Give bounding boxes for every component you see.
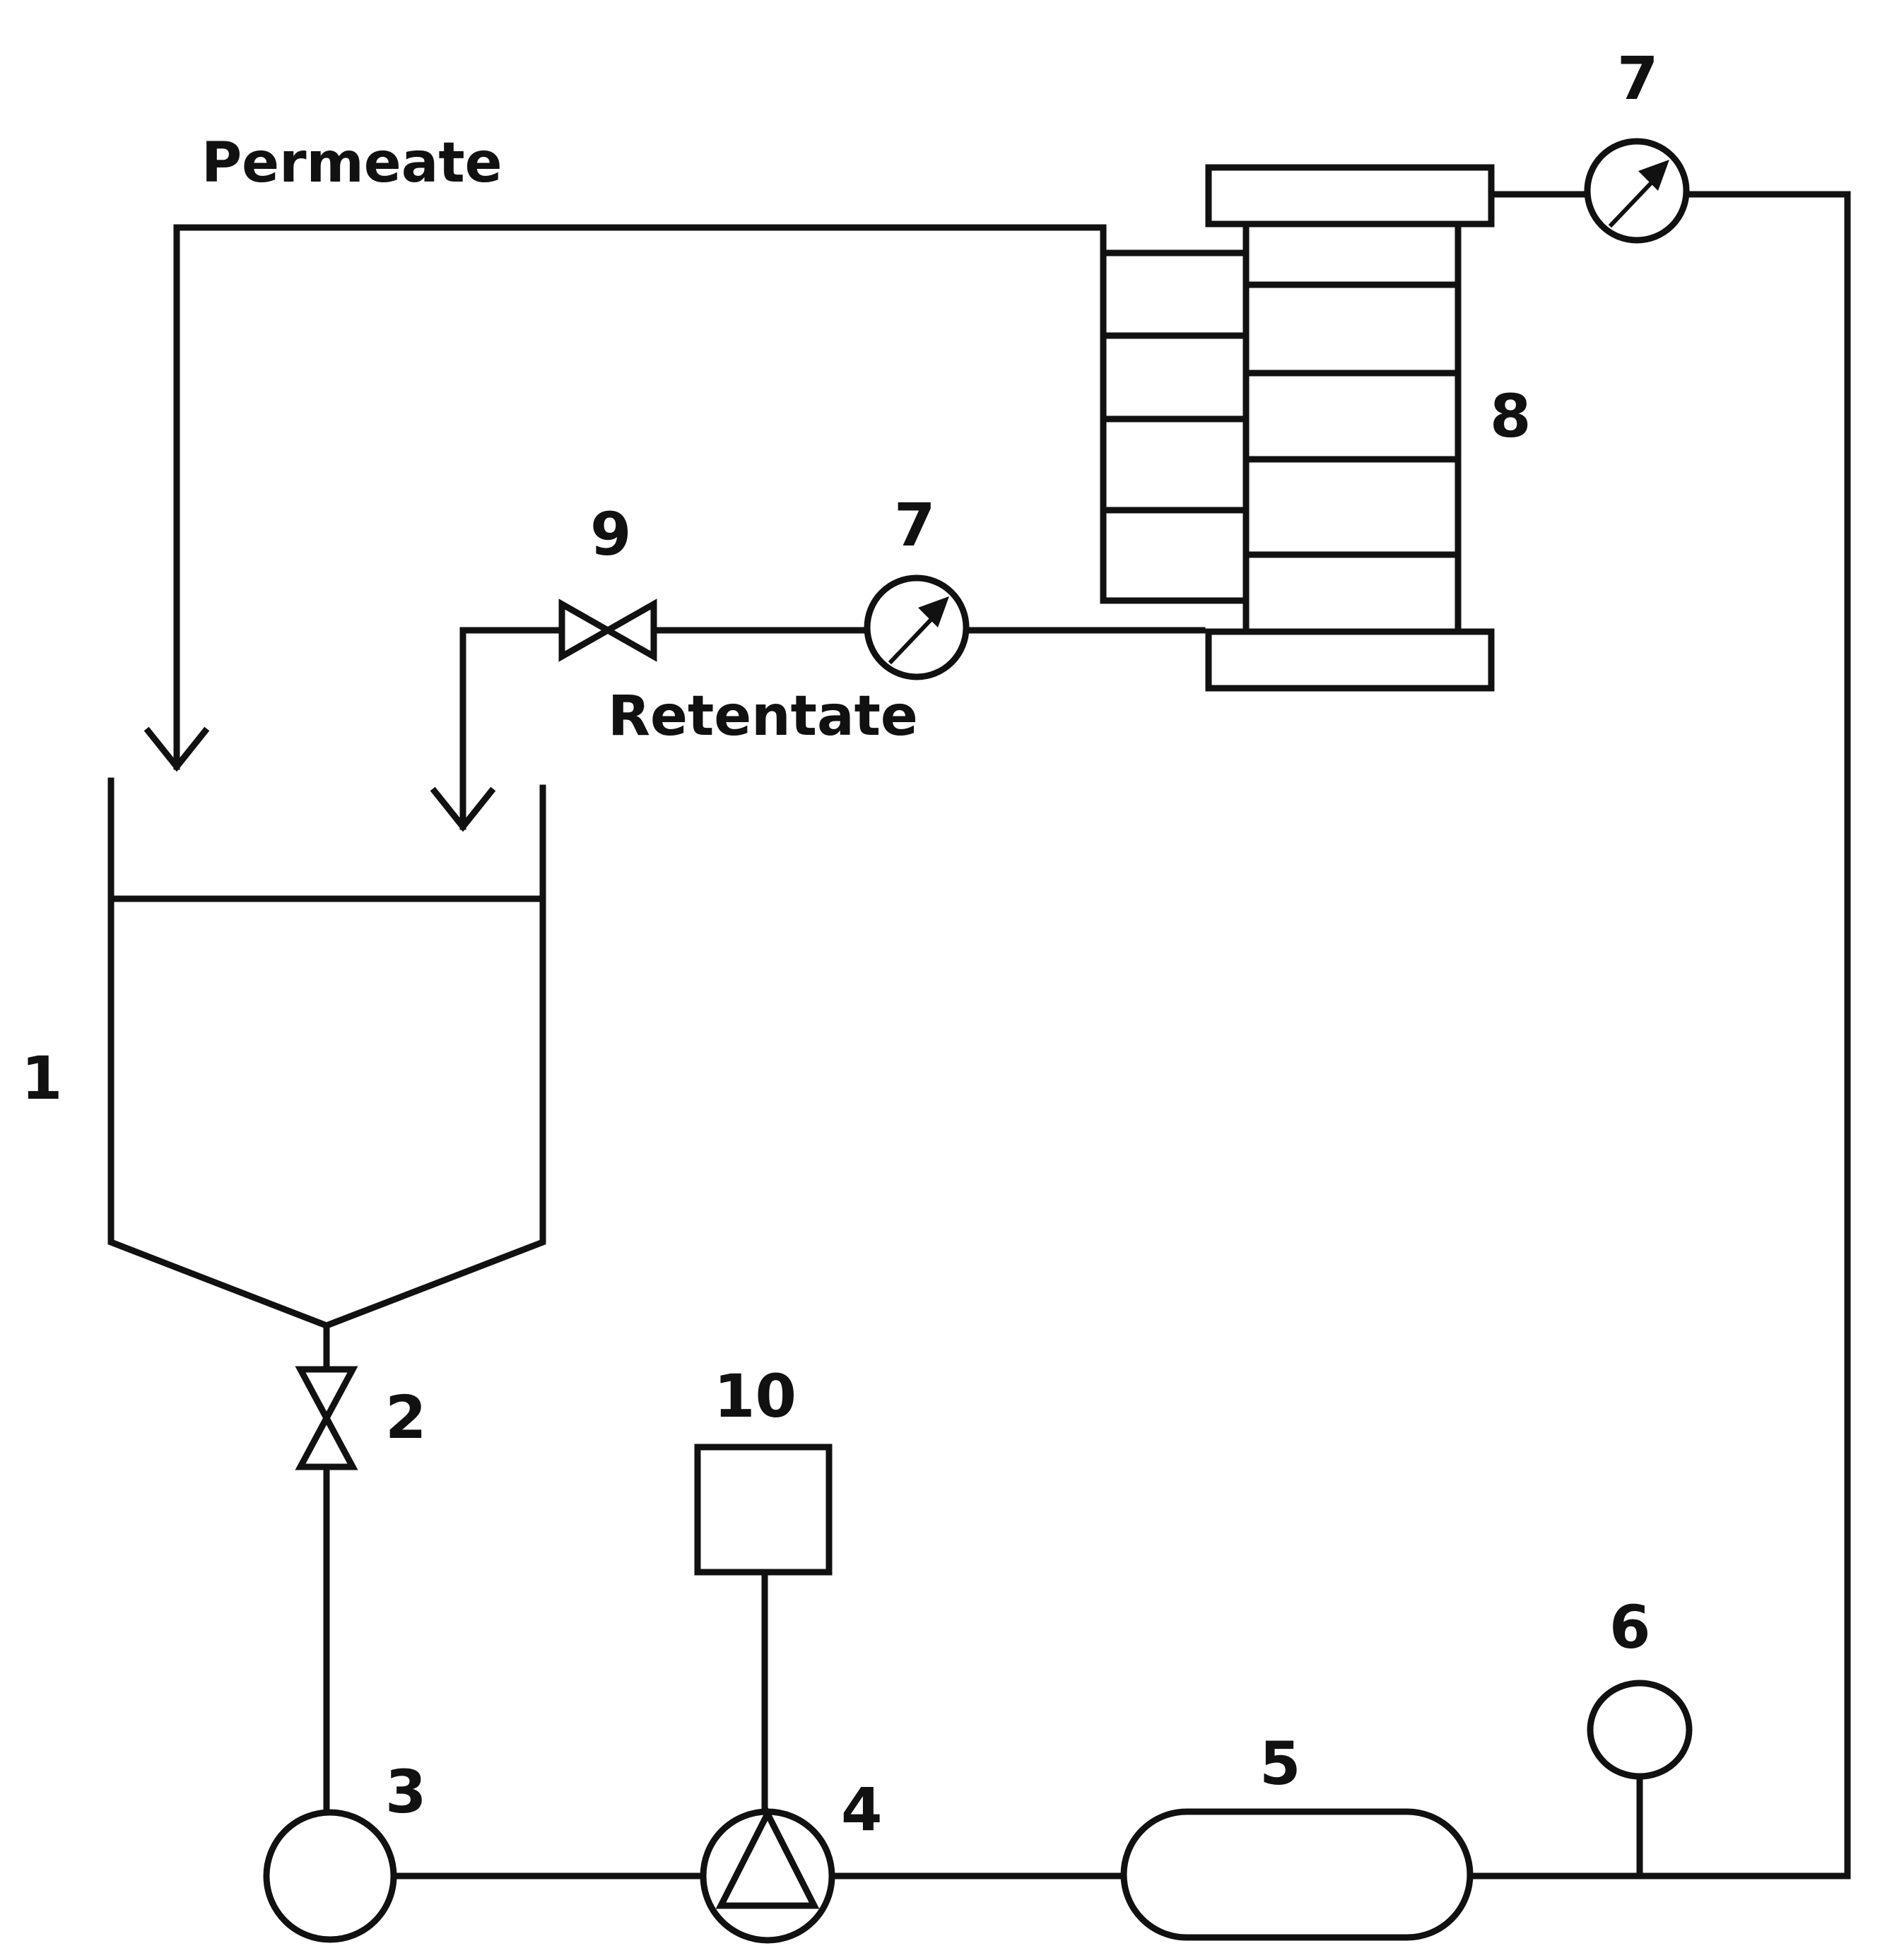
valve-right-triangle — [601, 598, 657, 662]
component-number-6: 6 — [1609, 1593, 1650, 1662]
pressure-gauge-top — [1584, 138, 1690, 244]
gauge-dial — [1584, 138, 1690, 244]
tank-valve — [295, 1366, 358, 1470]
gauge-number-7-top: 7 — [1617, 44, 1658, 113]
module-top-cap — [1205, 164, 1495, 228]
component-number-5: 5 — [1259, 1729, 1300, 1798]
component-3-circle — [263, 1809, 397, 1943]
gauge-needle — [888, 613, 937, 665]
permeate-arrowhead — [143, 726, 210, 772]
valve-number-9: 9 — [590, 500, 631, 569]
tank-body — [107, 777, 546, 1329]
pump-casing — [700, 1808, 835, 1944]
valve-left-triangle — [558, 598, 615, 662]
pump-controller-box — [694, 1444, 833, 1576]
permeate-line — [173, 224, 1107, 770]
permeate-label: Permeate — [201, 131, 503, 195]
gauge-dial — [864, 574, 970, 680]
retentate-line-return — [459, 627, 565, 830]
tank-number: 1 — [21, 1044, 62, 1113]
component-number-3: 3 — [385, 1757, 426, 1827]
line-5-to-return — [1467, 191, 1851, 1880]
module-body — [1242, 220, 1462, 635]
feed-tank — [107, 777, 546, 1329]
gauge-needle-head — [1638, 160, 1669, 191]
gauge-number-7-mid: 7 — [894, 490, 935, 560]
pump — [700, 1807, 835, 1944]
controller-number-10: 10 — [714, 1362, 797, 1431]
gauge-needle — [1608, 177, 1657, 228]
membrane-module — [1100, 164, 1495, 692]
labels: Permeate Retentate 1 2 3 4 5 6 7 7 8 9 1… — [21, 44, 1658, 1844]
permeate-collector — [1100, 224, 1250, 604]
retentate-valve — [558, 598, 657, 662]
module-bottom-cap — [1205, 628, 1495, 692]
module-stages — [1242, 281, 1462, 558]
component-5-vessel — [1120, 1808, 1474, 1941]
valve-number-2: 2 — [385, 1383, 426, 1452]
retentate-arrowhead — [430, 786, 496, 832]
component-6-circle — [1587, 1680, 1693, 1780]
valve-upper-triangle — [295, 1366, 358, 1425]
gauge-needle-head — [918, 596, 949, 627]
pressure-gauge-mid — [864, 574, 970, 680]
pump-number-4: 4 — [841, 1775, 882, 1844]
pump-triangle — [715, 1807, 820, 1909]
pipes — [143, 191, 1851, 1880]
module-number-8: 8 — [1490, 382, 1531, 451]
retentate-label: Retentate — [608, 685, 918, 748]
valve-lower-triangle — [295, 1411, 358, 1470]
